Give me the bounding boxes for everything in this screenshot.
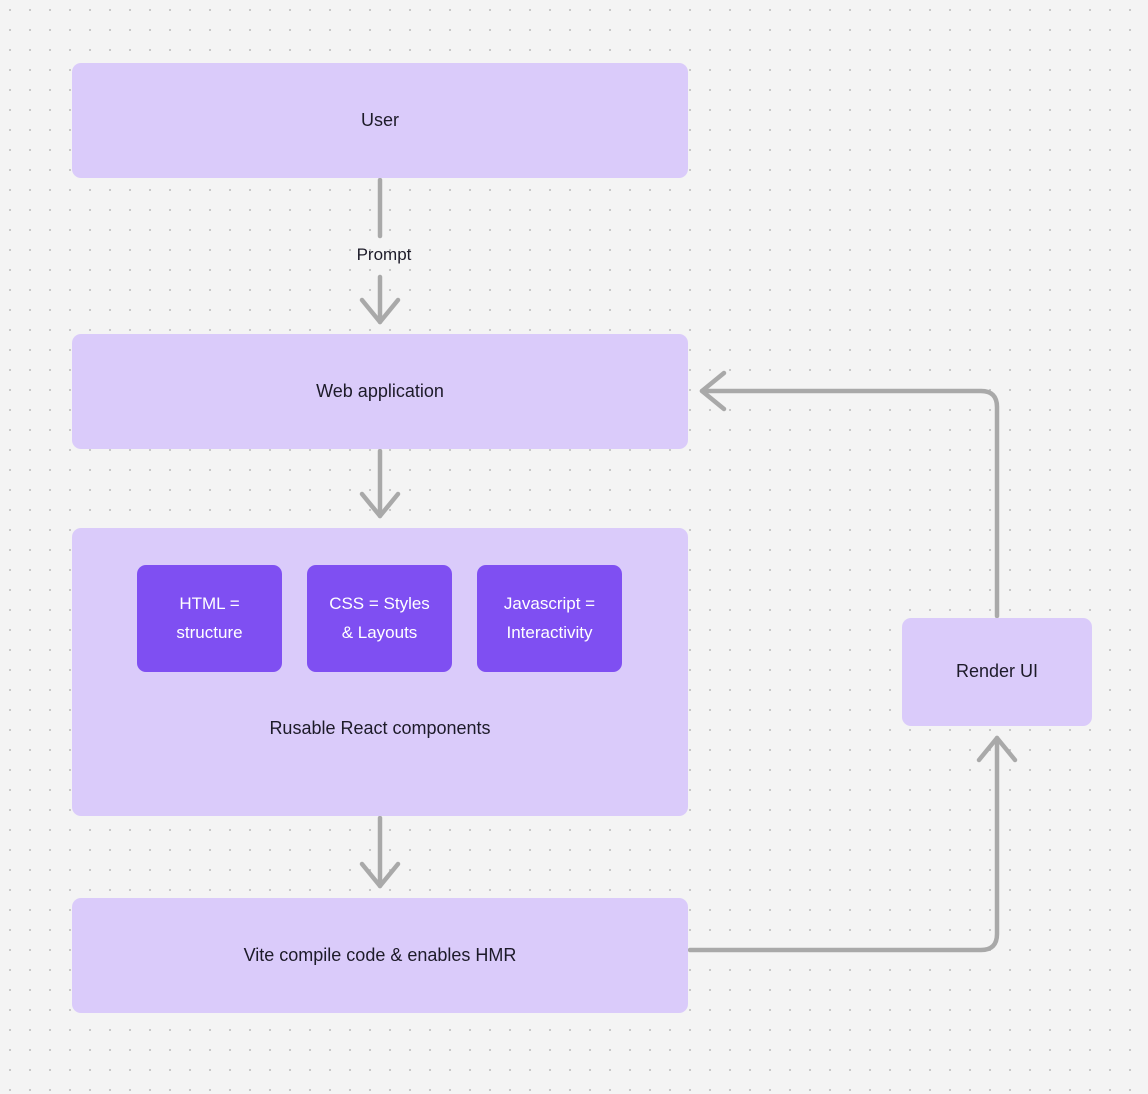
node-user-label: User bbox=[360, 109, 399, 130]
edge-label-prompt: Prompt bbox=[330, 245, 438, 265]
node-javascript-text: Javascript = Interactivity bbox=[504, 590, 595, 646]
node-web-application-label: Web application bbox=[316, 380, 444, 401]
edge-vite-to-render bbox=[687, 735, 1018, 953]
node-web-application[interactable]: Web application bbox=[72, 334, 688, 449]
node-reusable-react-components-label: Rusable React components bbox=[269, 718, 491, 738]
edge-components-to-vite bbox=[359, 815, 401, 889]
edge-label-prompt-text: Prompt bbox=[356, 245, 412, 264]
node-css-label-line1: CSS = Styles bbox=[329, 594, 430, 614]
edge-webapp-to-components bbox=[359, 448, 401, 519]
node-vite[interactable]: Vite compile code & enables HMR bbox=[72, 898, 688, 1013]
node-html-text: HTML = structure bbox=[176, 590, 242, 646]
node-css[interactable]: CSS = Styles & Layouts bbox=[307, 565, 452, 672]
node-user[interactable]: User bbox=[72, 63, 688, 178]
node-html[interactable]: HTML = structure bbox=[137, 565, 282, 672]
node-javascript-label-line1: Javascript = bbox=[503, 594, 596, 614]
node-css-text: CSS = Styles & Layouts bbox=[329, 590, 430, 646]
node-html-label-line2: structure bbox=[176, 622, 243, 642]
node-render-ui[interactable]: Render UI bbox=[902, 618, 1092, 726]
node-javascript[interactable]: Javascript = Interactivity bbox=[477, 565, 622, 672]
edge-render-to-webapp bbox=[699, 370, 1000, 619]
node-html-label-line1: HTML = bbox=[179, 594, 240, 614]
node-javascript-label-line2: Interactivity bbox=[506, 622, 593, 642]
node-vite-label: Vite compile code & enables HMR bbox=[243, 944, 517, 965]
node-css-label-line2: & Layouts bbox=[341, 622, 418, 642]
node-render-ui-label: Render UI bbox=[955, 661, 1039, 682]
